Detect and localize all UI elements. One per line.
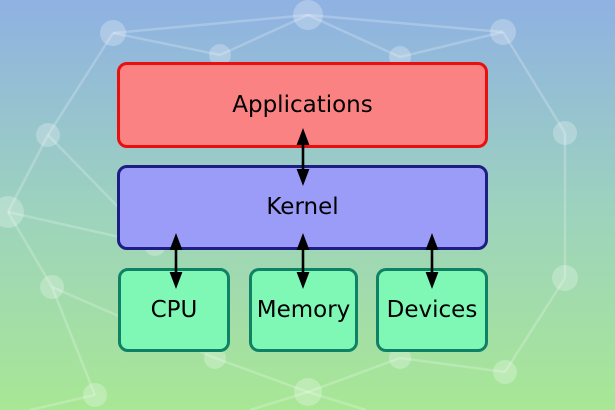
memory-box: Memory: [249, 268, 358, 352]
cpu-label: CPU: [150, 296, 198, 323]
cpu-box: CPU: [118, 268, 230, 352]
applications-label: Applications: [232, 91, 373, 118]
kernel-box: Kernel: [117, 165, 488, 250]
memory-label: Memory: [256, 296, 351, 323]
devices-label: Devices: [386, 296, 478, 323]
applications-box: Applications: [117, 62, 488, 148]
devices-box: Devices: [376, 268, 488, 352]
kernel-label: Kernel: [266, 194, 339, 220]
